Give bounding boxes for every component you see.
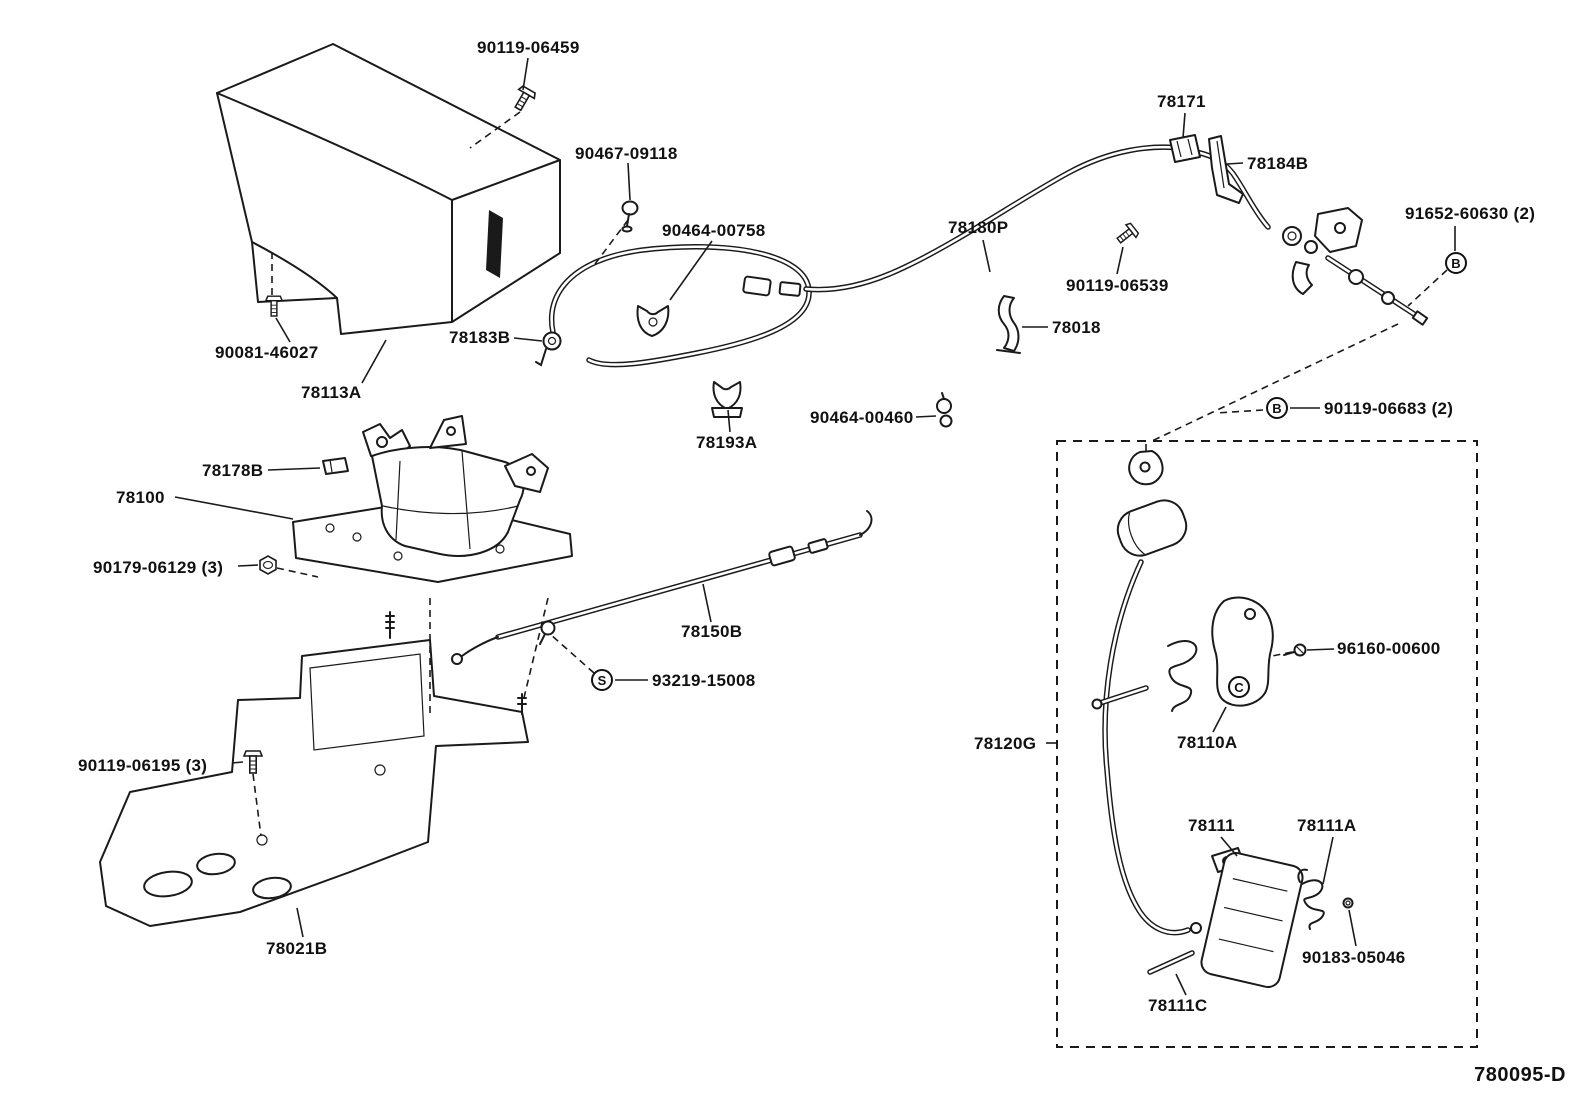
part-label-90464-00758: 90464-00758: [662, 221, 766, 240]
washer-90183-05046: [1342, 897, 1354, 909]
screw-96160-00600: [1283, 643, 1307, 657]
link-cable-78150B: [451, 510, 873, 665]
grommet-90467-09118: [621, 200, 639, 233]
part-label-90179-06129-3-: 90179-06129 (3): [93, 558, 224, 577]
bolt-90081-46027: [265, 295, 283, 317]
bolt-90119-06539: [1113, 221, 1141, 248]
clip-78178B: [322, 457, 349, 475]
part-label-78180P: 78180P: [948, 218, 1009, 237]
part-label-90081-46027: 90081-46027: [215, 343, 319, 362]
part-label-96160-00600: 96160-00600: [1337, 639, 1441, 658]
pedal-spring-78111A: [1297, 868, 1325, 930]
nut-90179-06129: [259, 555, 277, 575]
part-label-78113A: 78113A: [301, 383, 362, 402]
clip-78018: [996, 295, 1021, 354]
cable-clamp-78193A: [711, 381, 743, 418]
drawing-number: 780095-D: [1474, 1064, 1566, 1086]
accelerator-cover-78113A: [216, 43, 561, 335]
pedal-arm: [1102, 450, 1202, 936]
part-label-78193A: 78193A: [696, 433, 758, 452]
part-label-78111: 78111: [1188, 816, 1235, 835]
return-spring-78110A: [1167, 640, 1198, 712]
part-label-78183B: 78183B: [449, 328, 511, 347]
accel-pedal-assembly-78120G: [1056, 440, 1478, 1048]
part-label-90119-06195-3-: 90119-06195 (3): [78, 756, 208, 775]
part-label-78110A: 78110A: [1177, 733, 1238, 752]
part-label-78184B: 78184B: [1247, 154, 1309, 173]
pedal-78111: [1200, 847, 1304, 989]
part-label-78150B: 78150B: [681, 622, 743, 641]
part-label-78178B: 78178B: [202, 461, 264, 480]
part-label-90467-09118: 90467-09118: [575, 144, 678, 163]
pedal-bracket-78100: [292, 415, 573, 583]
clip-90464-00460: [936, 392, 953, 428]
part-label-78018: 78018: [1052, 318, 1101, 337]
part-label-78021B: 78021B: [266, 939, 328, 958]
cable-clamp-78183B: [535, 331, 562, 367]
pedal-support-bracket: [1211, 596, 1274, 707]
pin-78111C: [1147, 950, 1195, 975]
part-label-90119-06459: 90119-06459: [477, 38, 580, 57]
floor-panel-78021B: [99, 611, 529, 927]
cable-clamp-90464-00758: [636, 305, 670, 337]
part-label-90119-06539: 90119-06539: [1066, 276, 1169, 295]
part-label-90183-05046: 90183-05046: [1302, 948, 1406, 967]
part-label-90119-06683-2-: 90119-06683 (2): [1324, 399, 1454, 418]
part-label-78120G: 78120G: [974, 734, 1037, 753]
part-label-90464-00460: 90464-00460: [810, 408, 914, 427]
throttle-linkage: [1282, 207, 1429, 326]
part-label-78171: 78171: [1157, 92, 1206, 111]
part-label-78111C: 78111C: [1148, 996, 1208, 1015]
circled-letter-S: S: [591, 669, 613, 691]
bracket-78184B: [1208, 135, 1244, 204]
dashed-guides: [252, 111, 1448, 837]
circled-letter-C: C: [1228, 676, 1250, 698]
circled-letter-B: B: [1445, 252, 1467, 274]
part-label-93219-15008: 93219-15008: [652, 671, 756, 690]
part-label-78100: 78100: [116, 488, 165, 507]
part-label-78111A: 78111A: [1297, 816, 1357, 835]
circled-letter-B: B: [1266, 397, 1288, 419]
leader-lines: [174, 57, 1456, 996]
clip-78171: [1169, 134, 1201, 163]
part-label-91652-60630-2-: 91652-60630 (2): [1405, 204, 1536, 223]
spring-pin: [1091, 685, 1149, 710]
